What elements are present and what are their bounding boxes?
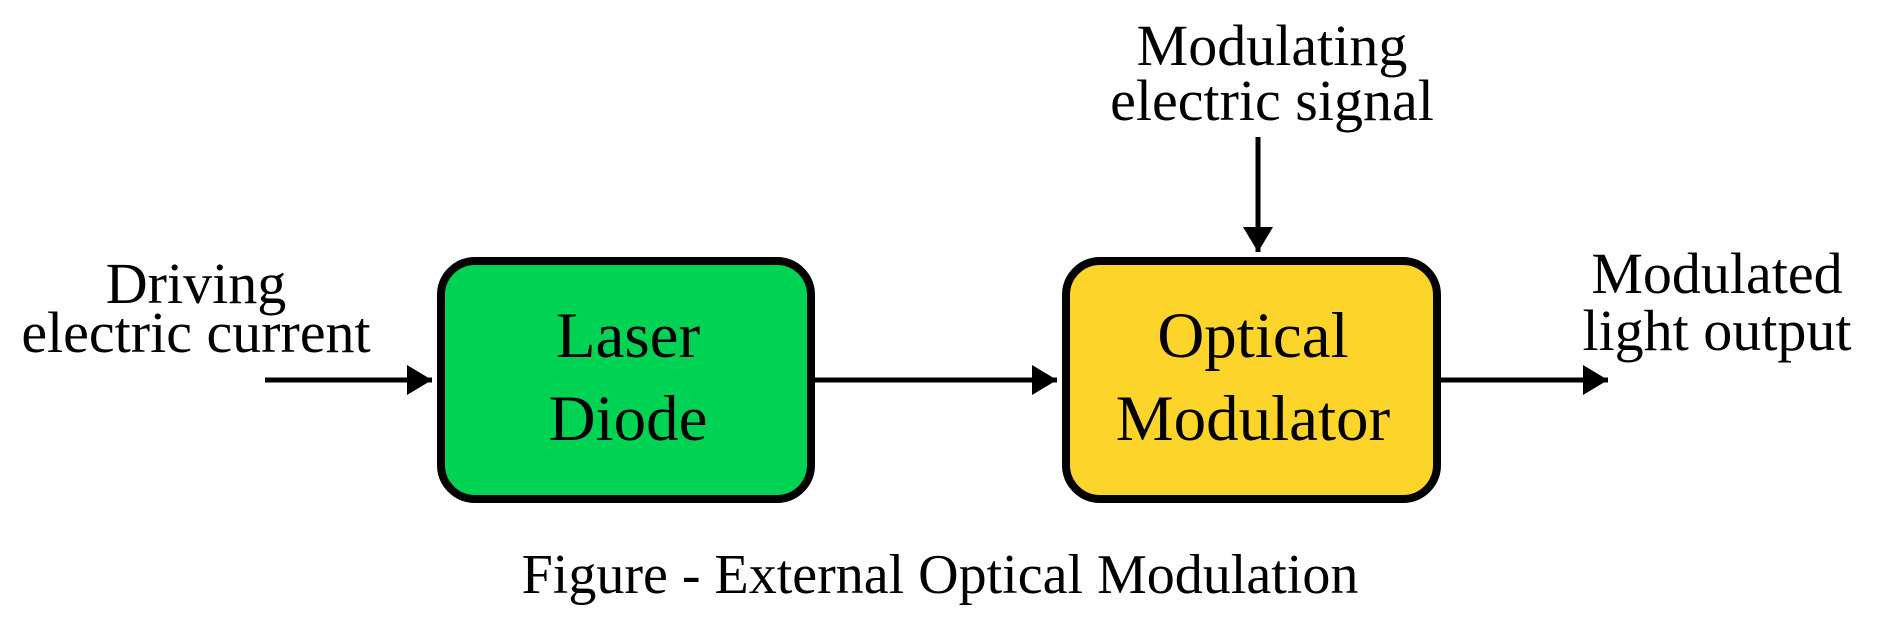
- modulating-signal-label: Modulating electric signal: [1110, 13, 1434, 133]
- laser-diode-box: [437, 257, 815, 503]
- laser-diode-label-line2: Diode: [549, 383, 708, 455]
- output-label-line1: Modulated: [1591, 241, 1842, 306]
- driving-label-line2: electric current: [21, 300, 370, 365]
- driving-current-label: Driving electric current: [21, 251, 370, 365]
- driving-label-line1: Driving: [106, 251, 286, 316]
- modulating-label-line1: Modulating: [1137, 13, 1408, 78]
- figure-caption: Figure - External Optical Modulation: [522, 544, 1359, 606]
- optical-modulator-label-line1: Optical: [1157, 300, 1348, 372]
- optical-modulator-label-line2: Modulator: [1116, 383, 1391, 455]
- laser-diode-block: Laser Diode: [437, 257, 815, 503]
- modulating-label-line2: electric signal: [1110, 68, 1434, 133]
- output-label-line2: light output: [1582, 298, 1851, 363]
- optical-modulator-box: [1062, 257, 1441, 503]
- laser-diode-label-line1: Laser: [556, 300, 701, 372]
- modulated-output-label: Modulated light output: [1582, 241, 1851, 363]
- optical-modulator-block: Optical Modulator: [1062, 257, 1441, 503]
